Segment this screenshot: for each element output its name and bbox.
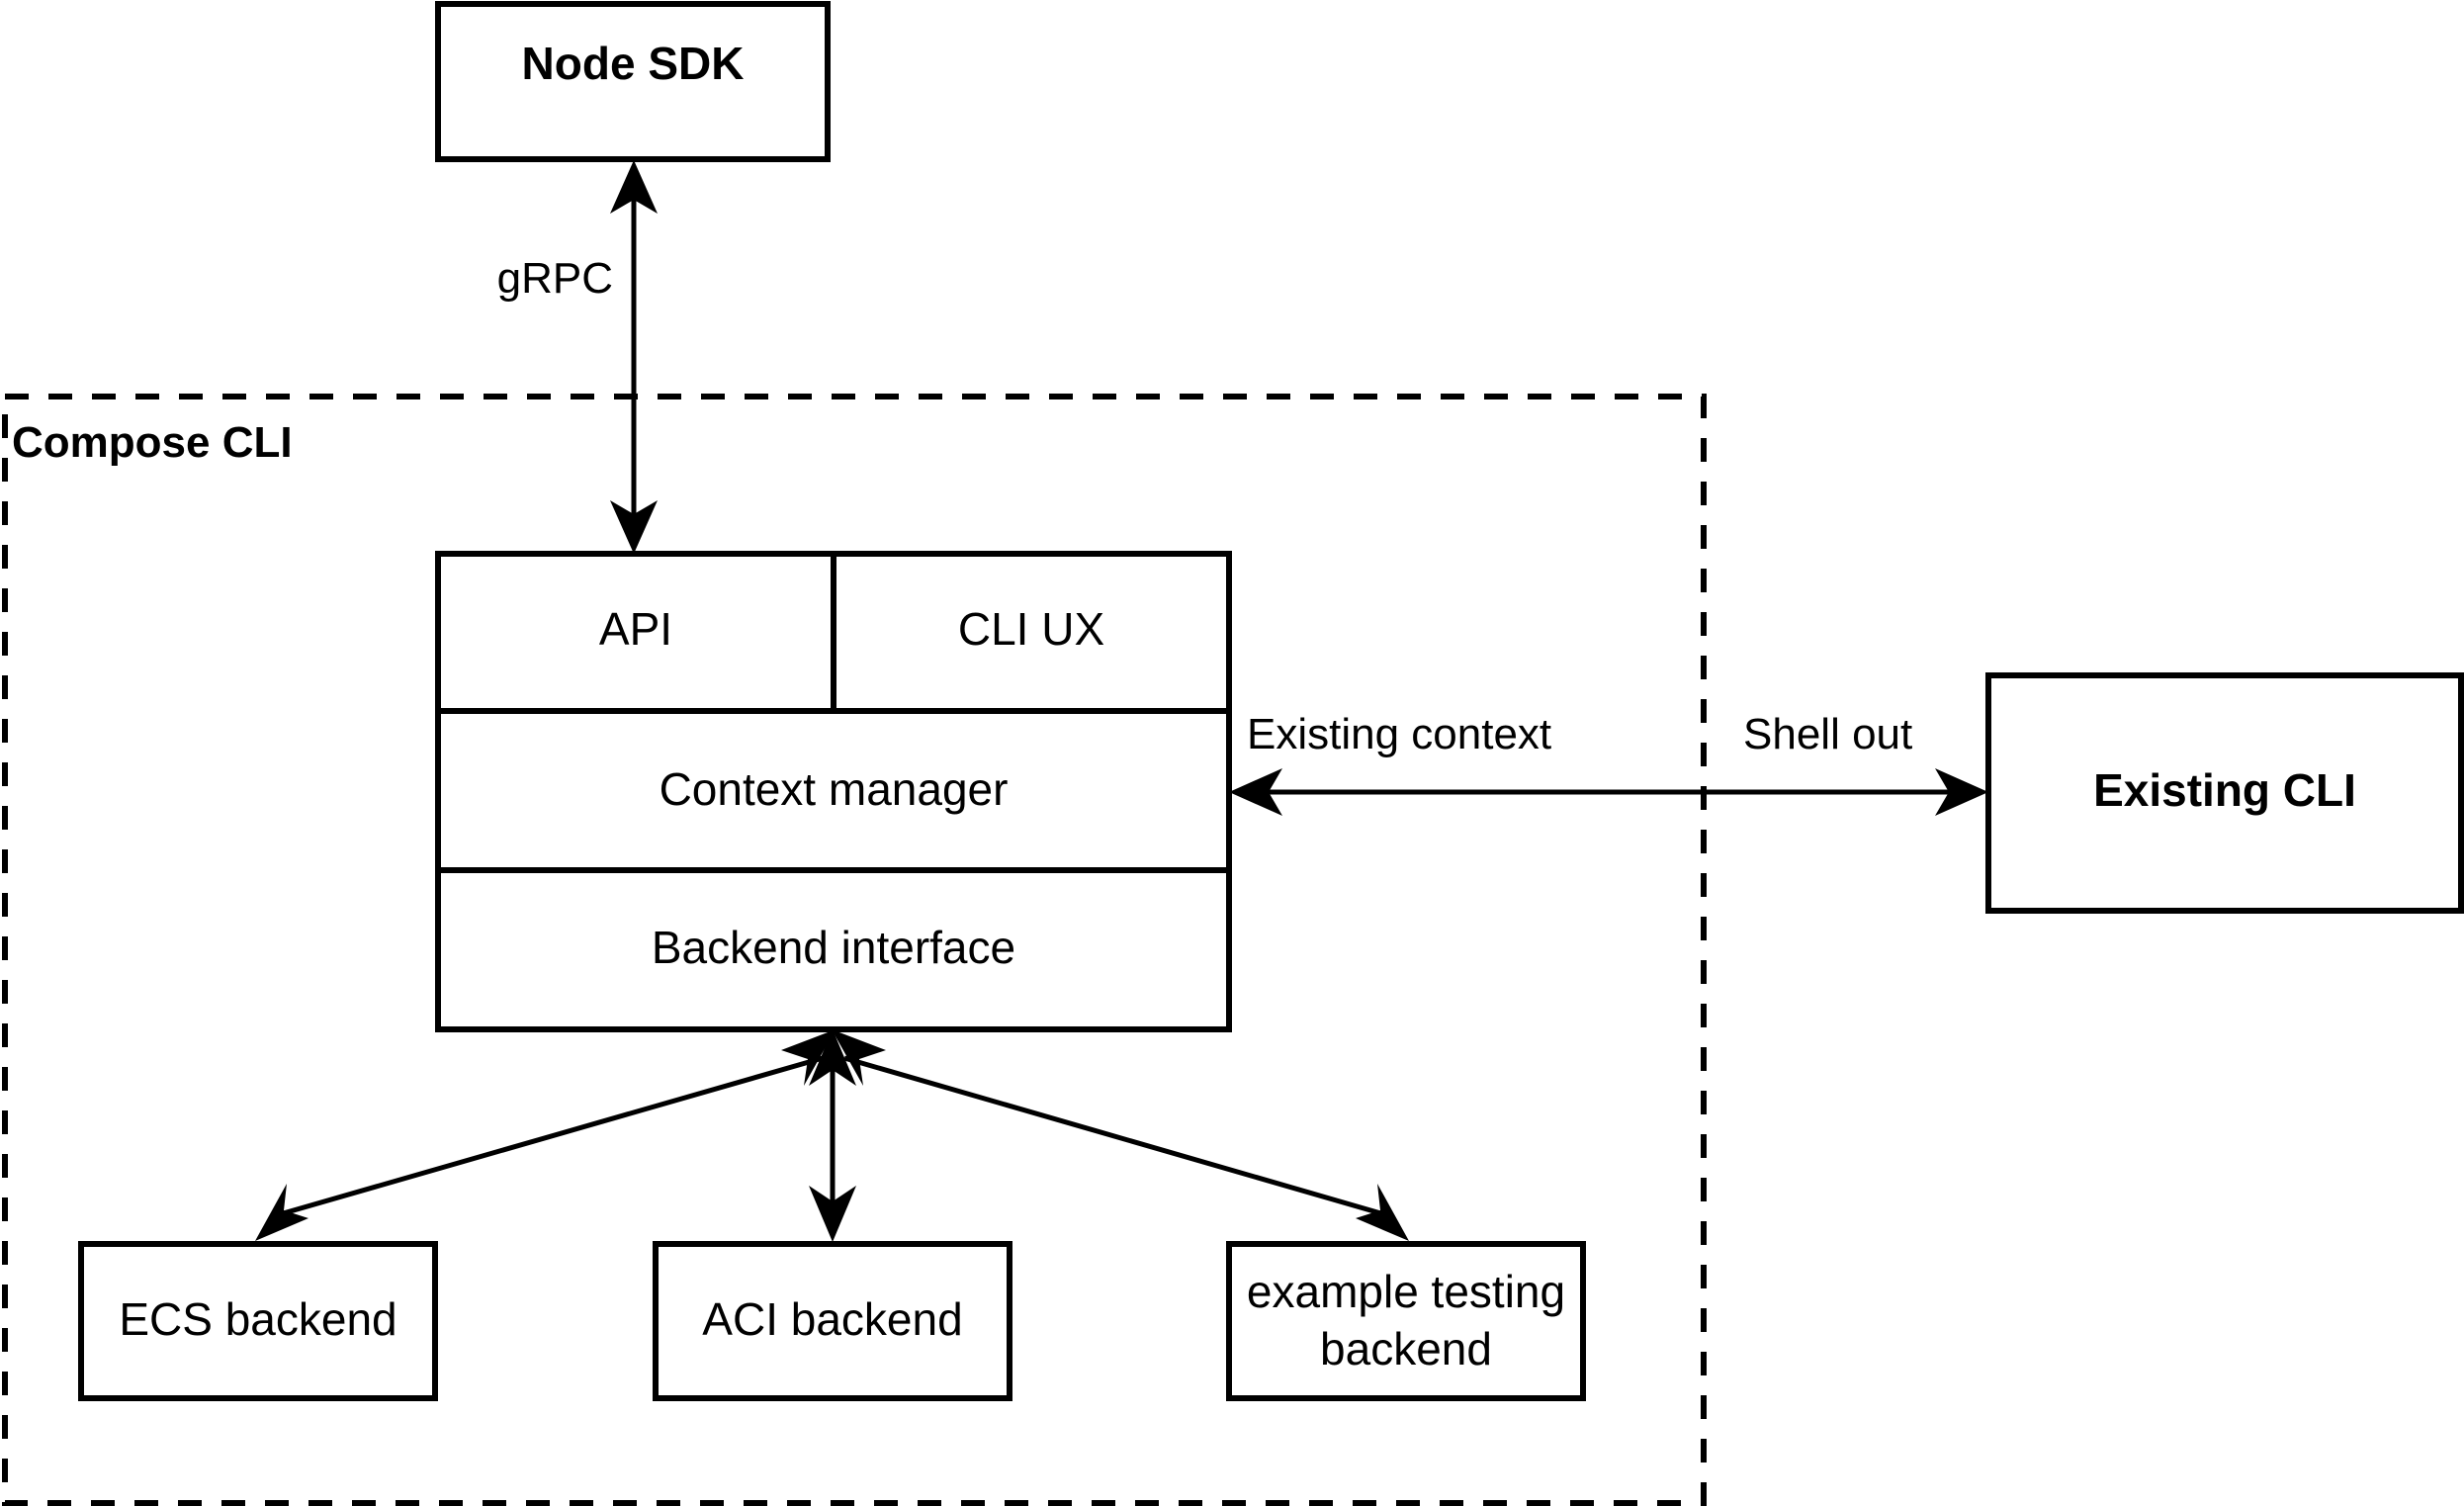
aci-backend-label: ACI backend [702, 1293, 962, 1345]
existing-cli-label: Existing CLI [2093, 764, 2356, 816]
ecs-backend-box[interactable] [78, 1241, 438, 1401]
existing-context-edge-label: Existing context [1247, 710, 1551, 758]
example-backend-label-line1: example testing [1247, 1266, 1565, 1317]
example-backend-box[interactable] [1226, 1241, 1586, 1401]
existing-cli-box[interactable] [1985, 672, 2464, 914]
ecs-arrowhead-top [781, 1029, 836, 1086]
compose-cli-group-label: Compose CLI [12, 418, 293, 467]
shell-out-edge-label: Shell out [1743, 710, 1912, 758]
aci-backend-box[interactable] [653, 1241, 1012, 1401]
grpc-edge-label: gRPC [497, 254, 613, 303]
aci-arrowhead-bottom [809, 1186, 856, 1242]
shell-out-arrowhead-right [1935, 768, 1988, 816]
node-sdk-label: Node SDK [522, 38, 745, 89]
ecs-backend-label: ECS backend [119, 1293, 396, 1345]
backend-interface-cell-label: Backend interface [652, 922, 1015, 973]
api-cell-label: API [599, 603, 672, 655]
example-connector-line [843, 1055, 1385, 1217]
grpc-arrowhead-up [610, 160, 658, 214]
example-arrowhead-top [832, 1029, 886, 1086]
example-arrowhead-bottom [1356, 1184, 1409, 1241]
existing-context-arrowhead-left [1229, 768, 1282, 816]
grpc-arrowhead-down [610, 500, 658, 554]
example-backend-label-line2: backend [1320, 1323, 1492, 1374]
ecs-connector-line [279, 1055, 824, 1217]
ecs-arrowhead-bottom [255, 1184, 308, 1241]
compose-cli-group-border [2, 394, 1707, 1506]
aci-arrowhead-top [809, 1029, 856, 1086]
node-sdk-box[interactable] [435, 1, 831, 162]
cli-ux-cell-label: CLI UX [958, 603, 1104, 655]
context-manager-cell-label: Context manager [660, 763, 1009, 815]
